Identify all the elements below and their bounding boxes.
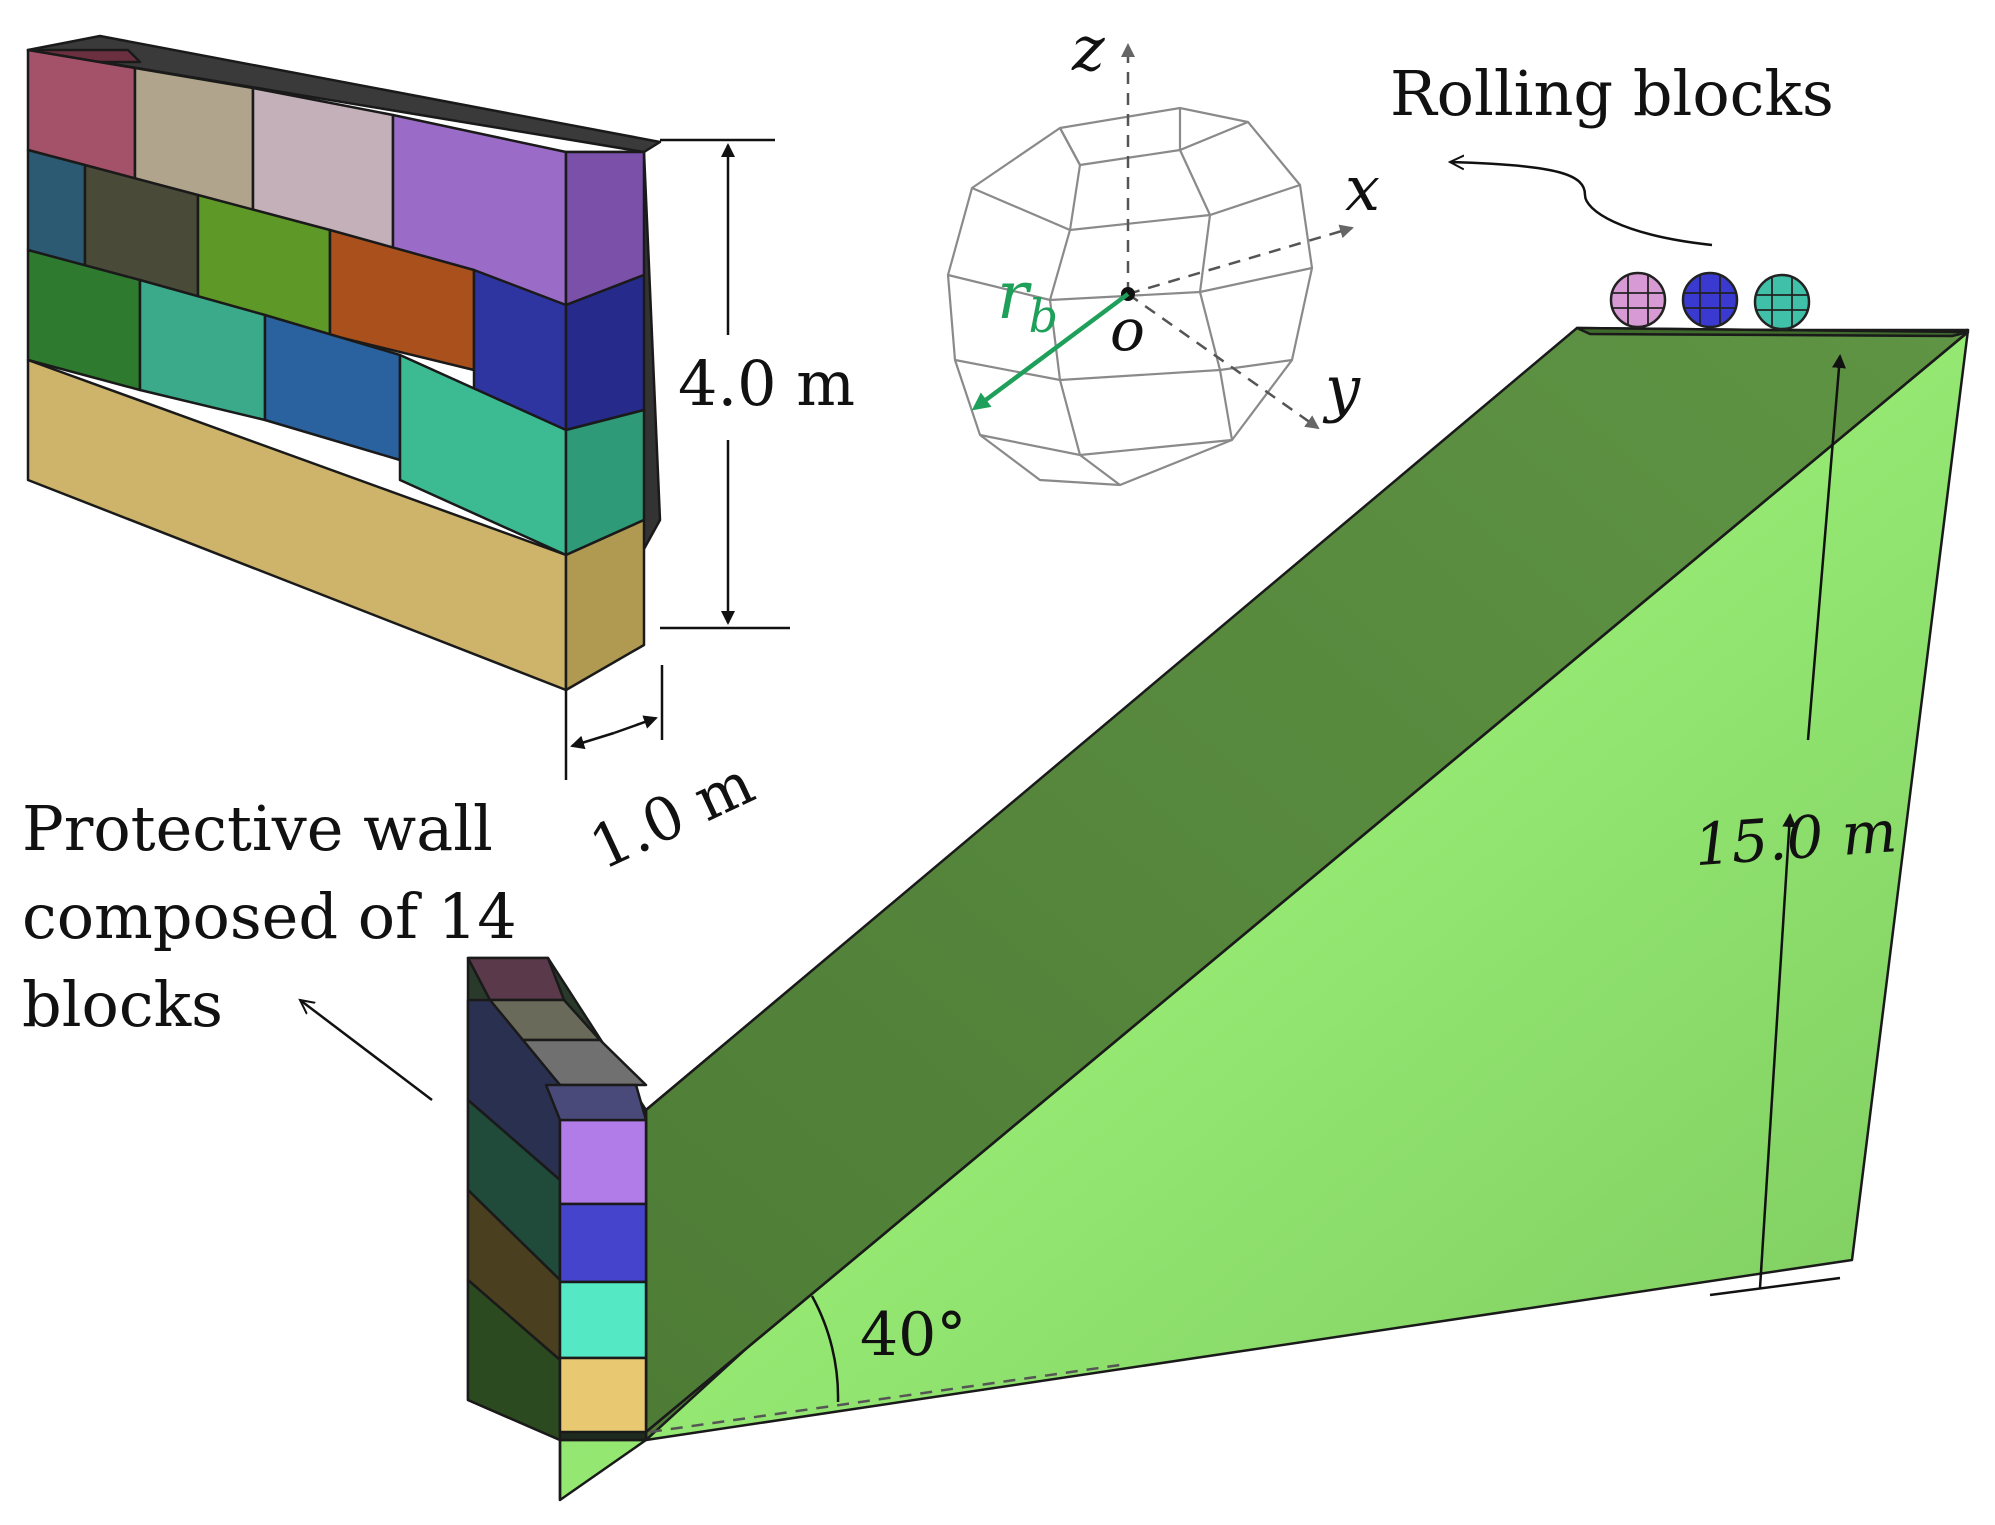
wall-front-block-blue [558,1202,648,1284]
wall-front-block-purple [558,1118,648,1206]
axis-x-label: x [1345,152,1380,225]
radius-label: rb [997,257,1058,343]
slope-angle-label: 40° [860,1300,966,1370]
block-wireframe-diagram: z x y o rb [946,12,1380,487]
slope-angle-annotation: 40° [649,1295,1121,1434]
wall-front-block-yellow [558,1356,648,1434]
wall-height-label: 4.0 m [678,347,855,420]
rolling-blocks-callout: Rolling blocks [1390,57,1834,247]
wall-thickness-label: 1.0 m [580,748,765,884]
origin-label: o [1110,296,1145,364]
protective-wall-label-line1: Protective wall [22,792,493,865]
protective-wall-enlarged [26,34,662,692]
rolling-block-blue [1681,271,1739,329]
axis-z-label: z [1071,12,1105,85]
wall-height-dimension: 4.0 m [660,138,855,630]
rolling-block-teal [1753,273,1811,331]
wall-front-block-teal [558,1280,648,1360]
protective-wall-on-slope [466,956,648,1442]
rolling-block-pink [1609,271,1667,329]
protective-wall-label-line2: composed of 14 [22,880,517,953]
slope-crest [1575,326,1970,338]
protective-wall-label-line3: blocks [22,968,223,1041]
slope-model [558,326,1970,1502]
wall-thickness-dimension: 1.0 m [564,665,765,884]
slope-height-dimension: 15.0 m [1692,354,1899,1297]
axis-y-label: y [1322,352,1361,425]
slope-height-label: 15.0 m [1692,797,1899,879]
rolling-blocks-label: Rolling blocks [1390,57,1834,130]
rolling-blocks [1609,271,1811,331]
protective-wall-callout: Protective wall composed of 14 blocks [22,792,517,1101]
